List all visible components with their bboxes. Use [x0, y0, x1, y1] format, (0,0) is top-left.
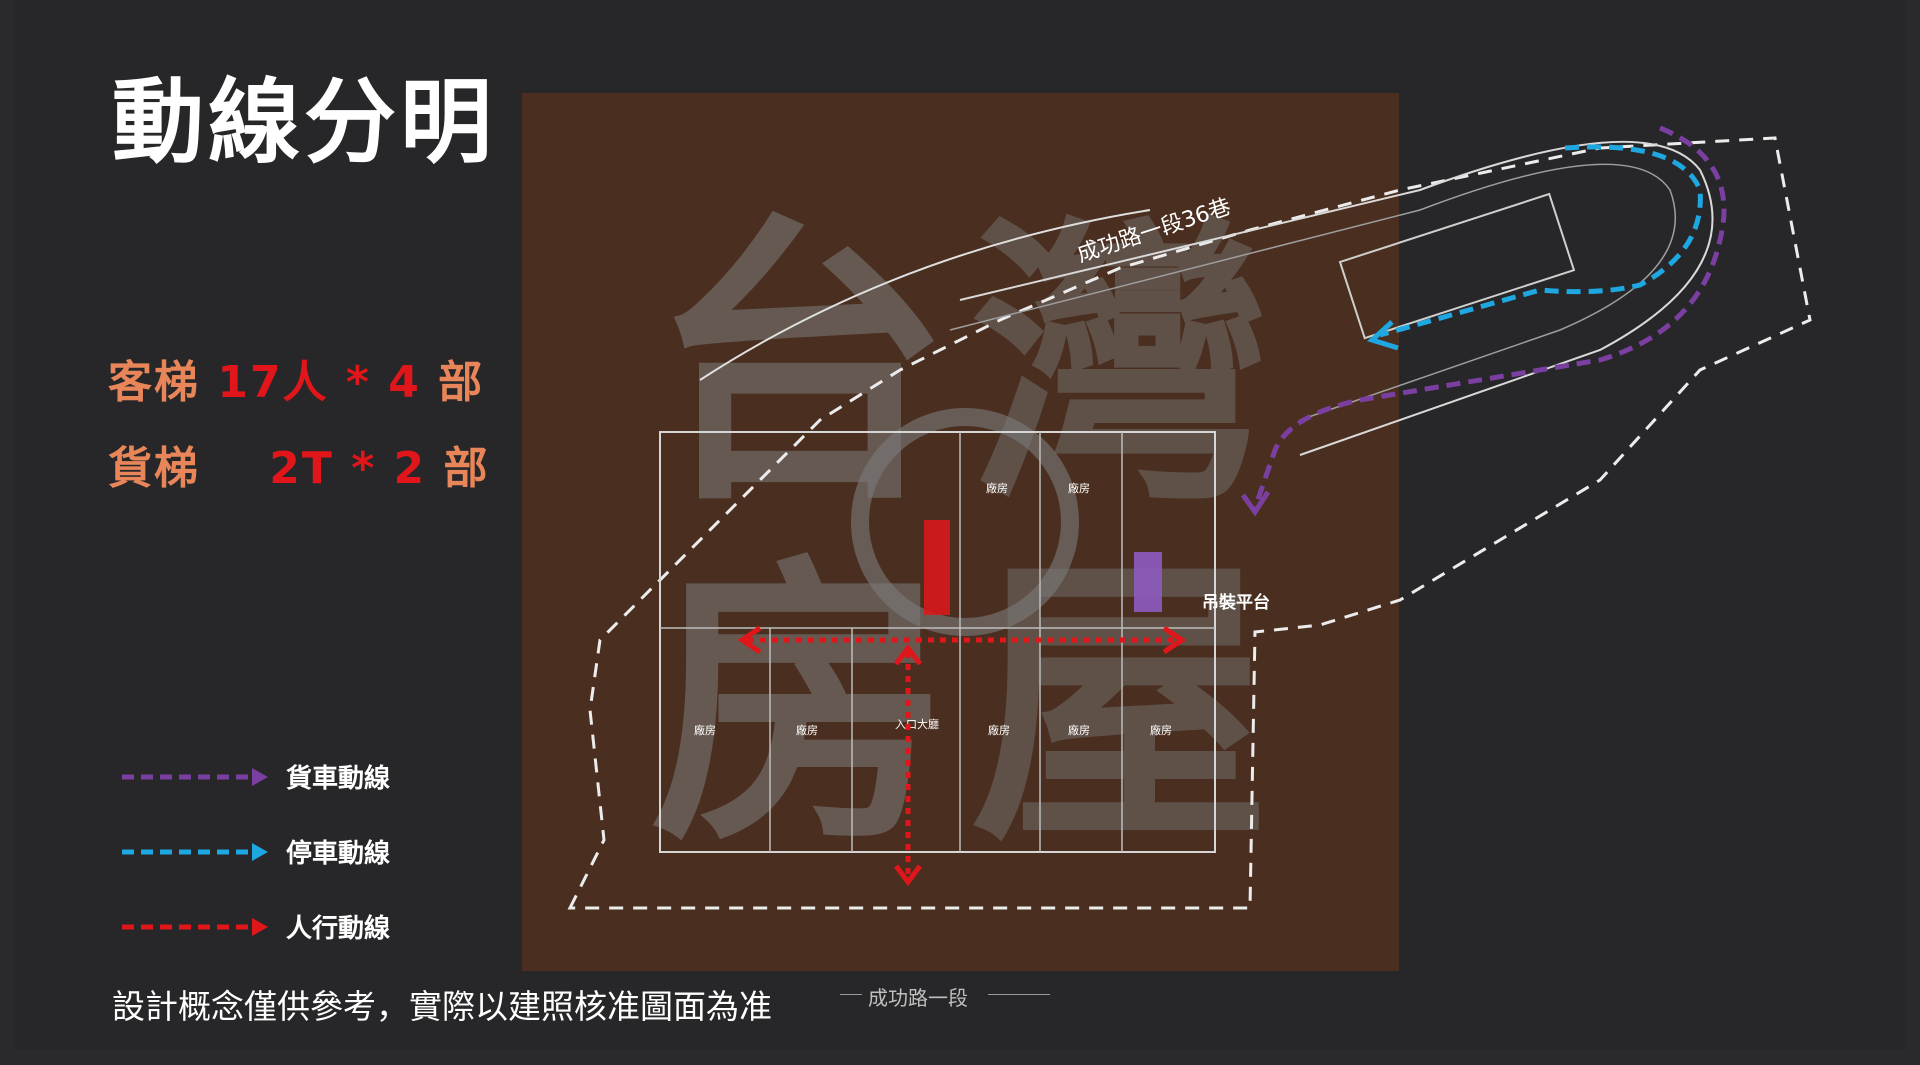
hoist-platform-label: 吊裝平台: [1202, 592, 1270, 613]
ramp-outline: [959, 140, 1714, 456]
watermark-text-1: 台: [650, 192, 950, 541]
road-line-right: [988, 994, 1050, 995]
freight-elevator-label: 貨梯: [108, 443, 200, 494]
ramp-inner: [949, 163, 1676, 421]
freight-elevator-value: 2T * 2: [269, 443, 427, 494]
factory-room-label: 廠房: [986, 481, 1008, 495]
passenger-elevator-block: [924, 520, 950, 615]
factory-room-label: 廠房: [1068, 481, 1090, 495]
truck-route: [1252, 125, 1727, 509]
freight-elevator-unit: 部: [443, 443, 490, 494]
disclaimer-note: 設計概念僅供參考，實際以建照核准圖面為准: [112, 987, 772, 1026]
parking-route-label: 停車動線: [286, 839, 391, 869]
factory-room-label: 廠房: [796, 723, 818, 737]
site-boundary: [567, 136, 1812, 910]
pedestrian-route-legend-line: [122, 917, 268, 936]
building-outline: [659, 431, 1216, 853]
page-title: 動線分明: [112, 69, 497, 176]
pedestrian-route-label: 人行動線: [286, 914, 391, 944]
truck-route-arrow: [1240, 490, 1271, 517]
truck-route-label: 貨車動線: [286, 764, 391, 794]
factory-room-label: 廠房: [1068, 723, 1090, 737]
pedestrian-route-arrow-up: [894, 643, 922, 666]
parking-route-arrow: [1367, 320, 1399, 351]
watermark-text-3: 房: [650, 532, 950, 881]
truck-route-legend-line: [122, 767, 268, 786]
factory-room-label: 廠房: [1150, 723, 1172, 737]
pedestrian-route-arrow-down: [894, 864, 922, 887]
freight-elevator-spec: 貨梯 2T * 2 部: [108, 432, 490, 496]
passenger-elevator-label: 客梯: [108, 357, 200, 408]
entrance-lobby-label: 入口大廳: [895, 717, 939, 731]
factory-room-label: 廠房: [694, 723, 716, 737]
pedestrian-route-arrow-left: [737, 625, 762, 655]
watermark-text-2: 灣: [970, 192, 1270, 541]
legend-item-parking: 停車動線: [122, 833, 390, 870]
watermark-logo-ring: [851, 408, 1079, 636]
passenger-elevator-unit: 部: [438, 357, 485, 408]
road-line-left: [840, 994, 862, 995]
passenger-elevator-value: 17人 * 4: [217, 357, 421, 408]
legend-item-truck: 貨車動線: [122, 758, 390, 795]
road-curve: [699, 209, 1151, 381]
parking-ramp-box: [1338, 192, 1576, 340]
watermark-text-4: 屋: [970, 532, 1270, 881]
factory-room-label: 廠房: [988, 723, 1010, 737]
road-label: 成功路一段: [868, 986, 968, 1010]
pedestrian-route-arrow-right: [1162, 625, 1187, 655]
parking-route: [1379, 144, 1703, 338]
legend-item-pedestrian: 人行動線: [122, 908, 390, 945]
parking-route-legend-line: [122, 842, 268, 861]
passenger-elevator-spec: 客梯 17人 * 4 部: [108, 346, 484, 410]
freight-elevator-block: [1134, 552, 1162, 612]
